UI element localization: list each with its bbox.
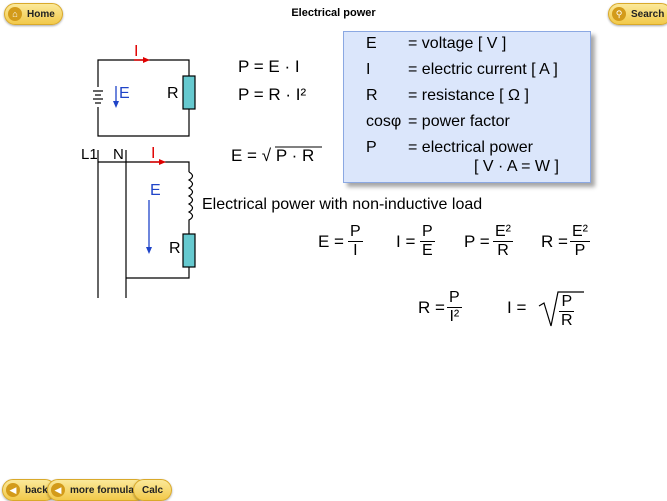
formula-p-ei: P = E · I <box>238 57 300 76</box>
legend-definition: = electric current [ A ] <box>408 61 558 78</box>
eq4-numerator: E² <box>570 223 590 242</box>
ac-wire-top <box>98 161 190 172</box>
ac-current-label: I <box>151 145 156 162</box>
page-title: Electrical power <box>291 7 376 19</box>
inductor-coil <box>187 171 194 234</box>
eq1-denominator: I <box>353 242 358 259</box>
eq1-lhs: E = <box>318 232 344 251</box>
eq5-numerator: P <box>447 289 462 308</box>
legend-definition: = power factor <box>408 113 510 130</box>
eq1-numerator: P <box>348 223 363 242</box>
eq6-denominator: R <box>561 312 573 329</box>
home-button-label: Home <box>27 8 55 20</box>
legend-symbol: cosφ <box>366 113 402 130</box>
dc-voltage-arrow <box>113 86 119 108</box>
eq5-denominator: I² <box>449 308 460 325</box>
home-icon: ⌂ <box>8 7 22 21</box>
eq6-lhs: I = <box>507 298 527 317</box>
dc-resistor-label: R <box>167 85 179 102</box>
eq3-numerator: E² <box>493 223 513 242</box>
search-button-label: Search <box>631 8 665 20</box>
calc-button-label: Calc <box>142 484 164 496</box>
ac-voltage-label: E <box>150 182 161 199</box>
dc-circuit <box>93 59 196 137</box>
eq2-lhs: I = <box>396 232 416 251</box>
eq5-lhs: R = <box>418 298 445 317</box>
dc-wire-top <box>97 59 190 87</box>
eq2-numerator: P <box>420 223 435 242</box>
search-icon: ⚲ <box>612 7 626 21</box>
ac-resistor <box>182 233 196 268</box>
ac-circuit <box>97 150 196 298</box>
ac-resistor-label: R <box>169 240 181 257</box>
formula-e-sqrt-radical: √ <box>261 146 272 165</box>
dc-current-label: I <box>134 43 139 60</box>
legend-definition: = resistance [ Ω ] <box>408 87 529 104</box>
sqrt-sign-current <box>538 291 584 327</box>
eq6-fraction: P R <box>559 293 575 330</box>
dc-voltage-label: E <box>119 85 130 102</box>
formula-e-sqrt-radicand: P · R <box>275 146 315 165</box>
dc-current-arrow <box>134 57 150 63</box>
legend-symbol: R <box>366 87 378 104</box>
legend-box: E = voltage [ V ] I = electric current [… <box>343 31 591 183</box>
home-button[interactable]: ⌂ Home <box>4 3 63 25</box>
eq3-denominator: R <box>497 242 509 259</box>
eq5-fraction: P I² <box>447 289 462 326</box>
search-button[interactable]: ⚲ Search <box>608 3 667 25</box>
legend-definition: = voltage [ V ] <box>408 35 507 52</box>
legend-unit: [ V · A = W ] <box>474 158 559 175</box>
calc-button[interactable]: Calc <box>133 479 173 501</box>
eq6-numerator: P <box>559 293 575 312</box>
dc-resistor <box>182 75 196 110</box>
eq3-fraction: E² R <box>493 223 513 260</box>
legend-symbol: P <box>366 139 377 156</box>
eq1-fraction: P I <box>348 223 363 260</box>
l1-label: L1 <box>81 146 98 163</box>
dc-wire-bottom <box>97 107 190 137</box>
back-button-label: back <box>25 484 48 496</box>
eq4-denominator: P <box>574 242 586 259</box>
legend-symbol: E <box>366 35 377 52</box>
more-formulas-label: more formulas <box>70 484 140 496</box>
eq2-denominator: E <box>422 242 433 259</box>
section-caption: Electrical power with non-inductive load <box>202 196 483 213</box>
formula-e-sqrt: E = √ P · R <box>231 146 314 166</box>
ac-current-arrow <box>150 159 166 165</box>
n-label: N <box>113 146 124 163</box>
eq4-fraction: E² P <box>570 223 590 260</box>
more-arrow-icon: ◀ <box>51 483 65 497</box>
legend-symbol: I <box>366 61 371 78</box>
legend-definition: = electrical power <box>408 139 533 156</box>
formula-e-sqrt-prefix: E = <box>231 146 257 165</box>
eq2-fraction: P E <box>420 223 435 260</box>
formula-p-ri2: P = R · I² <box>238 85 307 104</box>
ac-wire-bottom <box>126 267 190 279</box>
ac-voltage-arrow <box>146 200 152 254</box>
back-arrow-icon: ◀ <box>6 483 20 497</box>
eq3-lhs: P = <box>464 232 490 251</box>
eq4-lhs: R = <box>541 232 568 251</box>
